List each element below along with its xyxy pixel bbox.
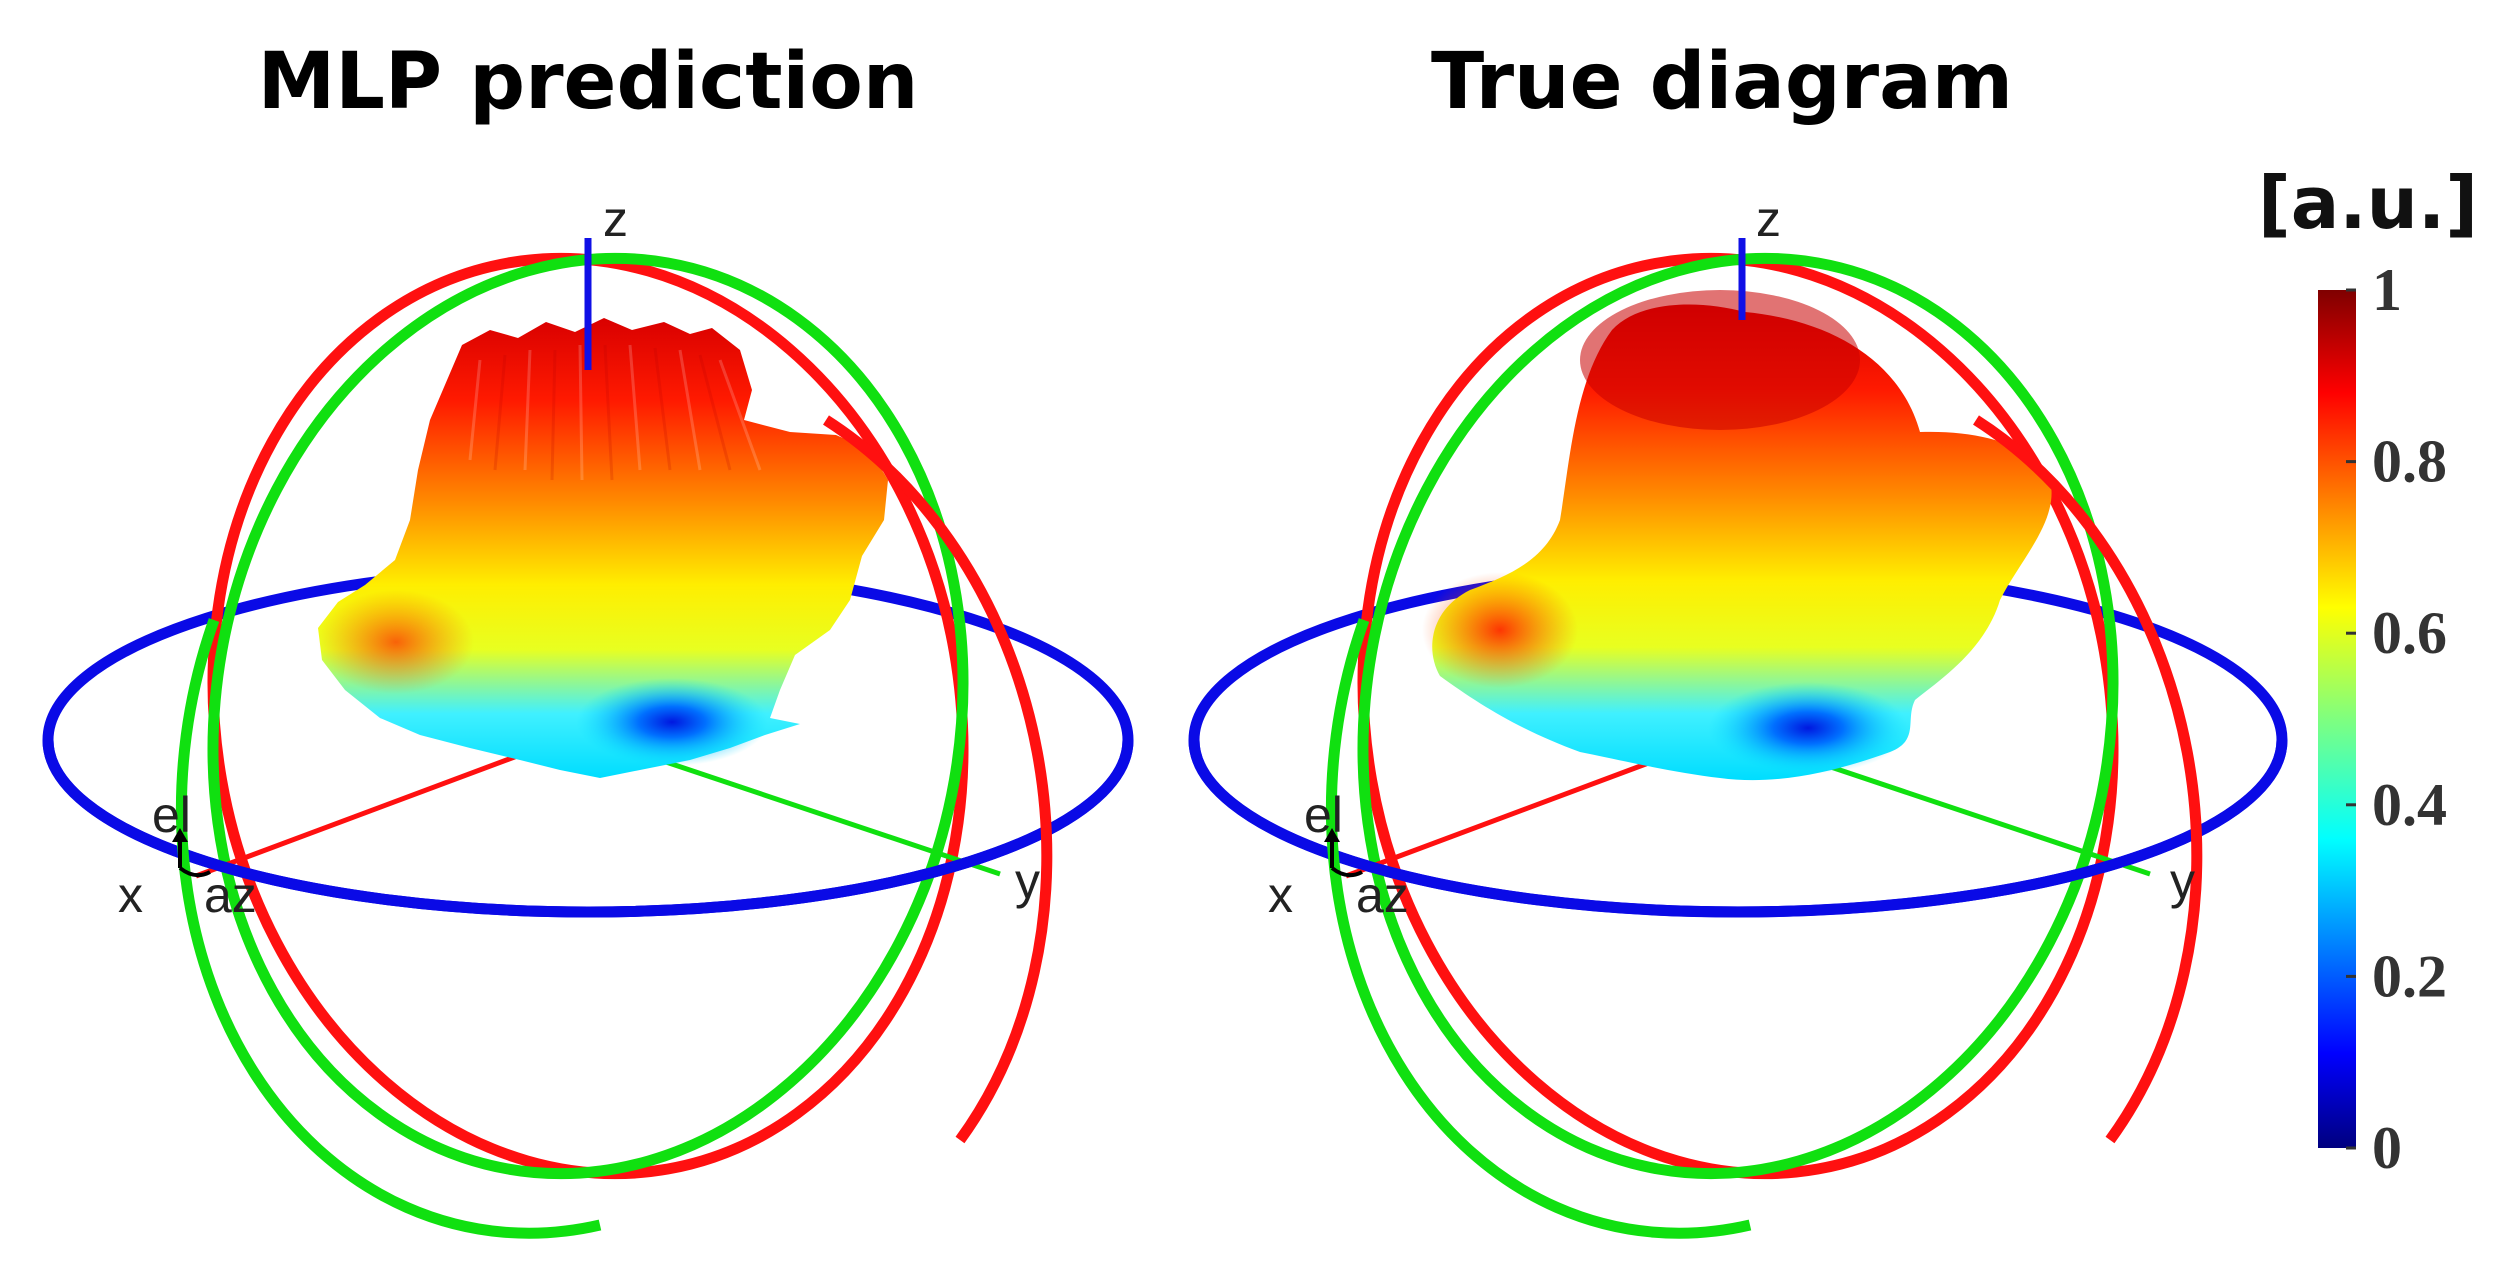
axis-x-label: x [118, 867, 143, 923]
colorbar: [a.u.] 0 0.2 0.4 0.6 0.8 1 [2258, 161, 2478, 1181]
colorbar-tick-label: 0.8 [2372, 429, 2447, 495]
radiation-surface [1422, 290, 2052, 781]
ring-z-front [42, 739, 1134, 918]
ring-y-vertical [1357, 252, 2119, 1180]
ring-x-front [823, 415, 1053, 1144]
axis-x-label: x [1268, 867, 1293, 923]
axis-z-label: z [1756, 191, 1781, 247]
colorbar-gradient [2318, 290, 2356, 1148]
ring-x-front [1973, 415, 2203, 1144]
colorbar-ticks: 0 0.2 0.4 0.6 0.8 1 [2346, 257, 2447, 1181]
ring-x-vertical [1357, 252, 2119, 1180]
az-el-indicator: el az [152, 787, 257, 923]
panel-title: True diagram [1431, 37, 2013, 127]
radiation-surface [318, 318, 888, 778]
ring-z-front [1188, 739, 2288, 918]
ring-y-front [175, 618, 602, 1239]
ring-y-front [1325, 618, 1752, 1239]
colorbar-tick-label: 1 [2372, 257, 2402, 323]
colorbar-tick-label: 0.6 [2372, 600, 2447, 666]
colorbar-tick-label: 0.4 [2372, 772, 2447, 838]
axis-y-label: y [2170, 853, 2195, 909]
ring-y-vertical [207, 252, 969, 1180]
colorbar-unit: [a.u.] [2258, 161, 2478, 245]
elevation-label: el [152, 787, 191, 843]
ring-x-vertical [207, 252, 969, 1180]
axis-y [659, 757, 1001, 877]
panel-true-diagram: True diagram z x y el az [1188, 37, 2288, 1239]
elevation-label: el [1304, 787, 1343, 843]
axis-y-label: y [1015, 853, 1040, 909]
az-el-indicator: el az [1304, 787, 1409, 923]
azimuth-label: az [204, 867, 257, 923]
panel-title: MLP prediction [258, 37, 919, 127]
azimuth-label: az [1356, 867, 1409, 923]
colorbar-tick-label: 0 [2372, 1115, 2402, 1181]
axis-z-label: z [603, 191, 628, 247]
axis-x [195, 737, 561, 879]
axis-y [1809, 757, 2151, 877]
colorbar-tick-label: 0.2 [2372, 943, 2447, 1009]
panel-mlp-prediction: MLP prediction [42, 37, 1134, 1239]
